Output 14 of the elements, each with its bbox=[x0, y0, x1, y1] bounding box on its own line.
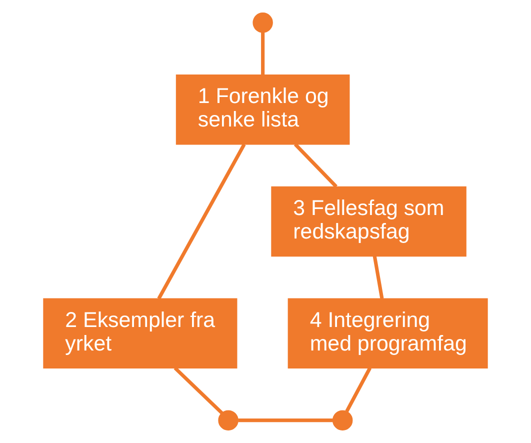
connector bbox=[157, 144, 246, 300]
connector bbox=[238, 418, 333, 422]
connector bbox=[372, 256, 384, 299]
node-box: 4 Integrering med programfag bbox=[288, 298, 488, 369]
node-box: 2 Eksempler fra yrket bbox=[43, 298, 238, 369]
node-box: 1 Forenkle og senke lista bbox=[176, 74, 350, 145]
node-box: 3 Fellesfag som redskapsfag bbox=[271, 186, 466, 257]
node-circle bbox=[332, 410, 353, 430]
connector bbox=[294, 143, 338, 188]
connector bbox=[345, 367, 372, 412]
connector bbox=[174, 366, 224, 414]
connector bbox=[261, 32, 265, 75]
node-circle bbox=[218, 410, 238, 430]
node-circle bbox=[252, 12, 273, 33]
